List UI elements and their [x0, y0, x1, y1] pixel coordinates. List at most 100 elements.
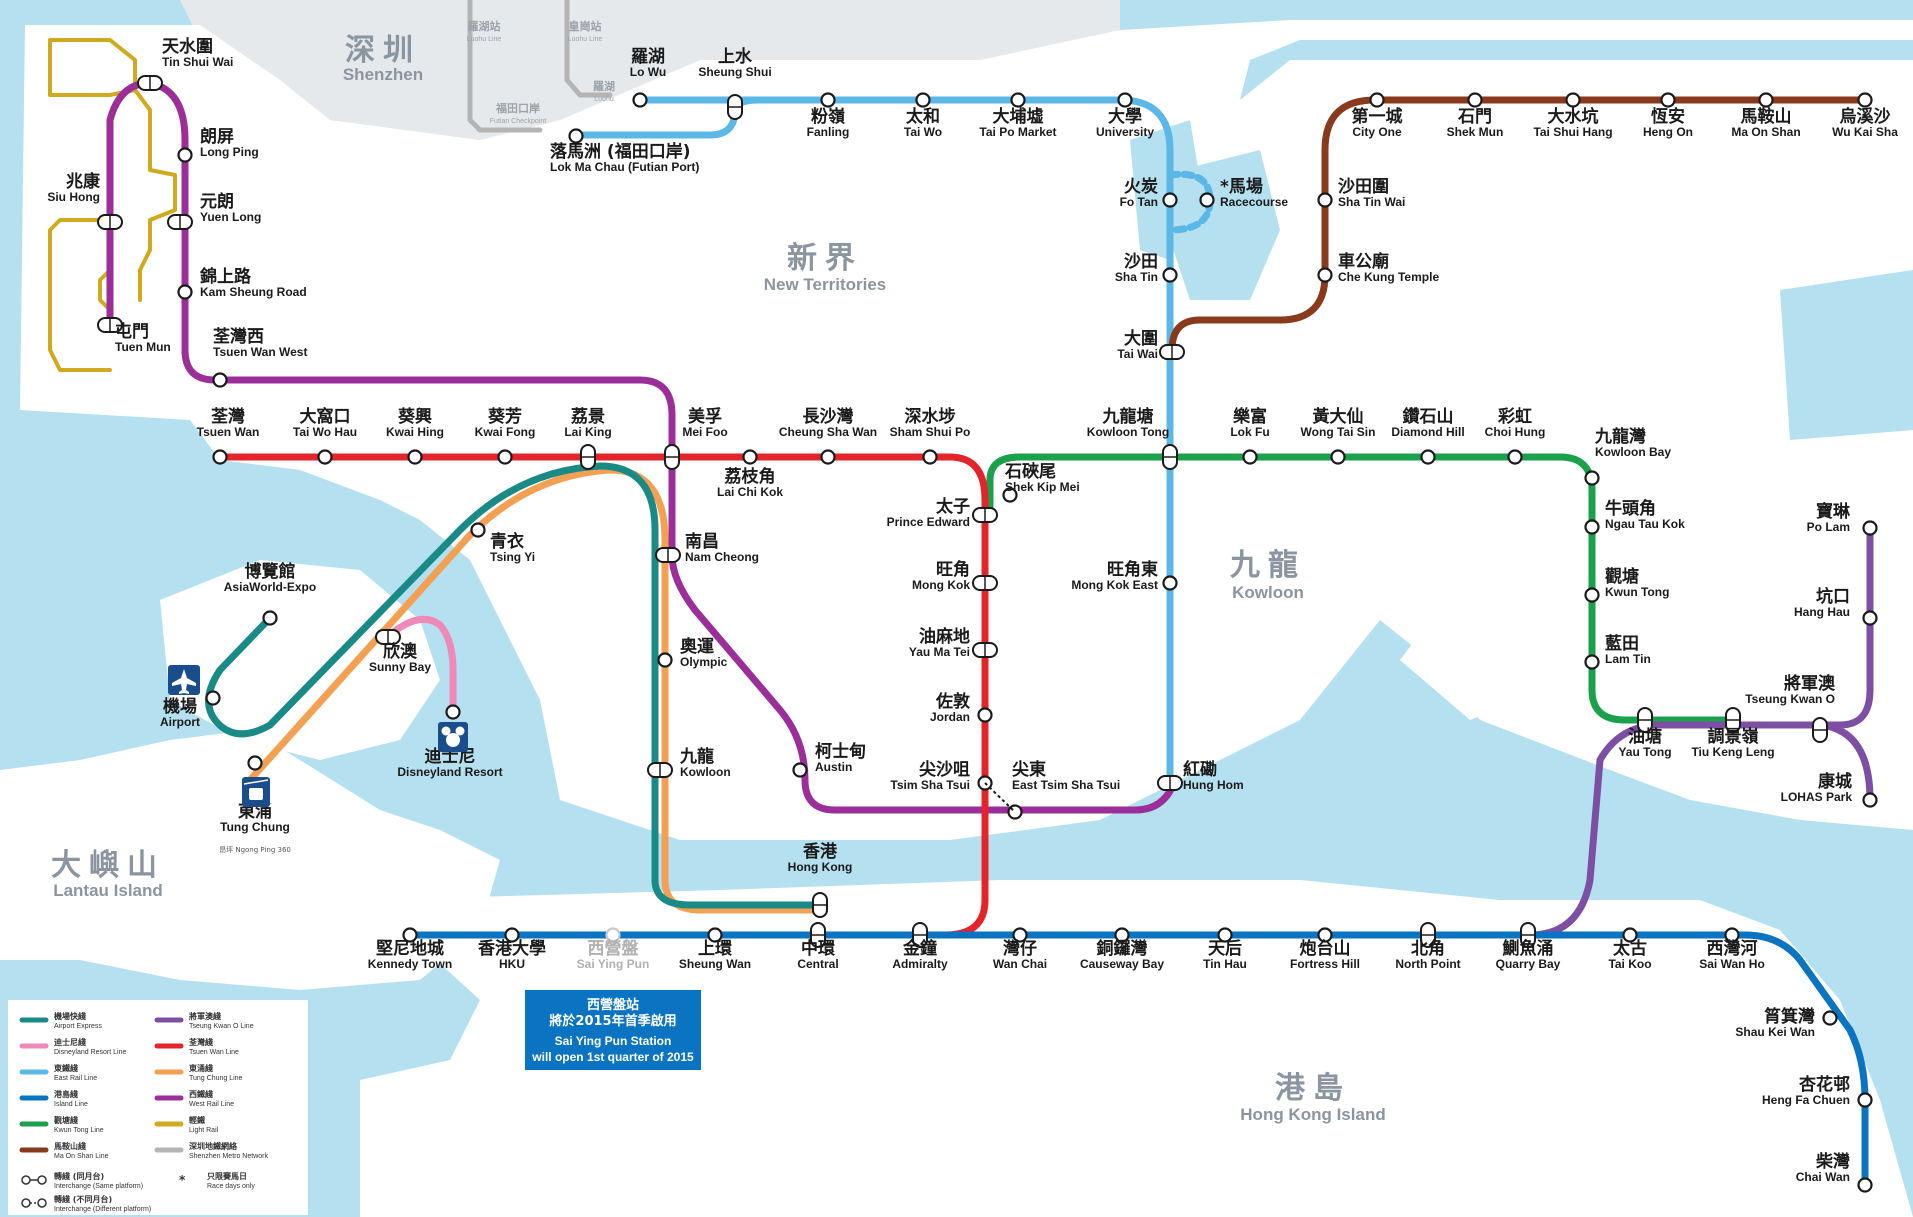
area-lantau-zh: 大嶼山 — [51, 848, 165, 883]
station-marker — [632, 92, 648, 108]
shenzhen-label-zh: 羅湖 — [593, 79, 615, 93]
station-marker — [445, 704, 461, 720]
station-name-en: Tin Hau — [1203, 957, 1247, 971]
station-name-en: Jordan — [930, 710, 970, 724]
station-name-en: Che Kung Temple — [1338, 270, 1439, 284]
station-lok-ma-chau[interactable]: 落馬洲 (福田口岸)Lok Ma Chau (Futian Port) — [550, 128, 699, 175]
shenzhen-label-en: Luohu Line — [467, 36, 502, 43]
legend-label-en: Disneyland Resort Line — [54, 1049, 126, 1056]
station-name-zh: 調景嶺 — [1708, 726, 1759, 747]
station-marker — [212, 372, 228, 388]
station-marker — [1857, 92, 1873, 108]
station-name-en: Choi Hung — [1485, 425, 1546, 439]
legend-symbol-zh: 只限賽馬日 — [207, 1171, 247, 1181]
station-name-en: East Tsim Sha Tsui — [1012, 778, 1120, 792]
